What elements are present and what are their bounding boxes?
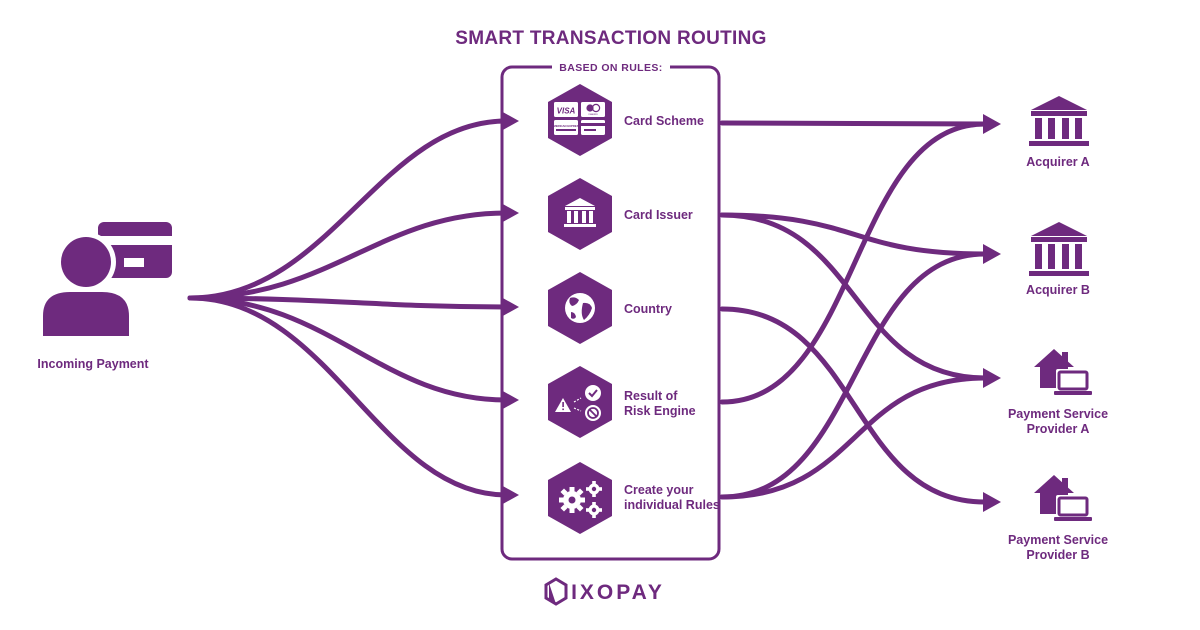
rule-card-scheme: VISA maestro AMERICAN EXPRESS Card Schem… — [548, 84, 704, 156]
rules-list: VISA maestro AMERICAN EXPRESS Card Schem… — [548, 84, 720, 534]
flow-arrow — [501, 485, 519, 505]
visa-logo: VISA — [557, 107, 576, 116]
rules-header: BASED ON RULES: — [559, 62, 662, 74]
house-laptop-icon — [1034, 349, 1092, 395]
label-line: Acquirer B — [1026, 283, 1090, 297]
rules-header-gap — [552, 58, 670, 76]
ixopay-logo: IXOPAY — [544, 577, 665, 606]
rule-hexagon — [548, 366, 612, 438]
incoming-payment-node: Incoming Payment — [37, 222, 172, 371]
flow-to-rule — [187, 118, 509, 301]
flow-to-target — [719, 375, 988, 500]
rule-hexagon — [548, 178, 612, 250]
label-line: Country — [624, 302, 672, 316]
flow-arrow — [983, 244, 1001, 264]
rule-country: Country — [548, 272, 672, 344]
flow-arrow — [501, 390, 519, 410]
flow-arrow — [983, 368, 1001, 388]
flow-to-rule — [187, 295, 509, 310]
amex-logo: AMERICAN EXPRESS — [551, 124, 580, 128]
globe-icon — [565, 293, 595, 323]
label-line: Card Issuer — [624, 208, 693, 222]
label-line: Payment Service — [1008, 533, 1108, 547]
rule-label: Country — [624, 302, 672, 316]
flow-to-target — [719, 121, 988, 405]
label-line: Create your — [624, 483, 694, 497]
label-line: Provider A — [1027, 422, 1090, 436]
rule-card-issuer: Card Issuer — [548, 178, 693, 250]
target-label: Acquirer B — [1026, 283, 1090, 297]
page-title: SMART TRANSACTION ROUTING — [455, 28, 766, 49]
label-line: individual Rules — [624, 498, 720, 512]
flow-arrow — [983, 114, 1001, 134]
bank-icon — [564, 198, 596, 227]
flow-to-target — [719, 251, 988, 500]
flow-arrow — [501, 297, 519, 317]
label-line: Payment Service — [1008, 407, 1108, 421]
gears-icon — [559, 481, 602, 518]
flow-to-target — [719, 120, 988, 127]
flow-lines — [187, 111, 1001, 512]
target-acquirer-a: Acquirer A — [1026, 96, 1090, 169]
target-acquirer-b: Acquirer B — [1026, 222, 1090, 297]
flow-arrow — [501, 203, 519, 223]
target-label: Acquirer A — [1026, 155, 1089, 169]
house-laptop-icon — [1034, 475, 1092, 521]
incoming-payment-label: Incoming Payment — [37, 357, 149, 371]
maestro-logo: maestro — [588, 112, 598, 116]
person-with-card-icon — [40, 222, 172, 336]
flow-to-target — [719, 212, 988, 381]
brand-wordmark: IXOPAY — [571, 581, 665, 604]
flow-to-rule — [187, 210, 509, 301]
rule-label: Card Scheme — [624, 114, 704, 128]
flow-to-rule — [187, 295, 509, 498]
label-line: Risk Engine — [624, 404, 696, 418]
label-line: Acquirer A — [1026, 155, 1089, 169]
flow-to-rule — [187, 295, 509, 403]
targets-list: Acquirer A Acquirer B Payment Se — [1008, 96, 1108, 562]
risk-engine-icon — [555, 385, 601, 421]
flow-arrow — [501, 111, 519, 131]
label-line: Provider B — [1026, 548, 1089, 562]
card-scheme-icon: VISA maestro AMERICAN EXPRESS — [551, 102, 605, 135]
flow-to-target — [719, 306, 988, 505]
rule-label: Card Issuer — [624, 208, 693, 222]
bank-icon — [1029, 222, 1089, 276]
flow-arrow — [983, 492, 1001, 512]
label-line: Card Scheme — [624, 114, 704, 128]
flow-to-target — [719, 212, 988, 257]
label-line: Result of — [624, 389, 678, 403]
bank-icon — [1029, 96, 1089, 146]
